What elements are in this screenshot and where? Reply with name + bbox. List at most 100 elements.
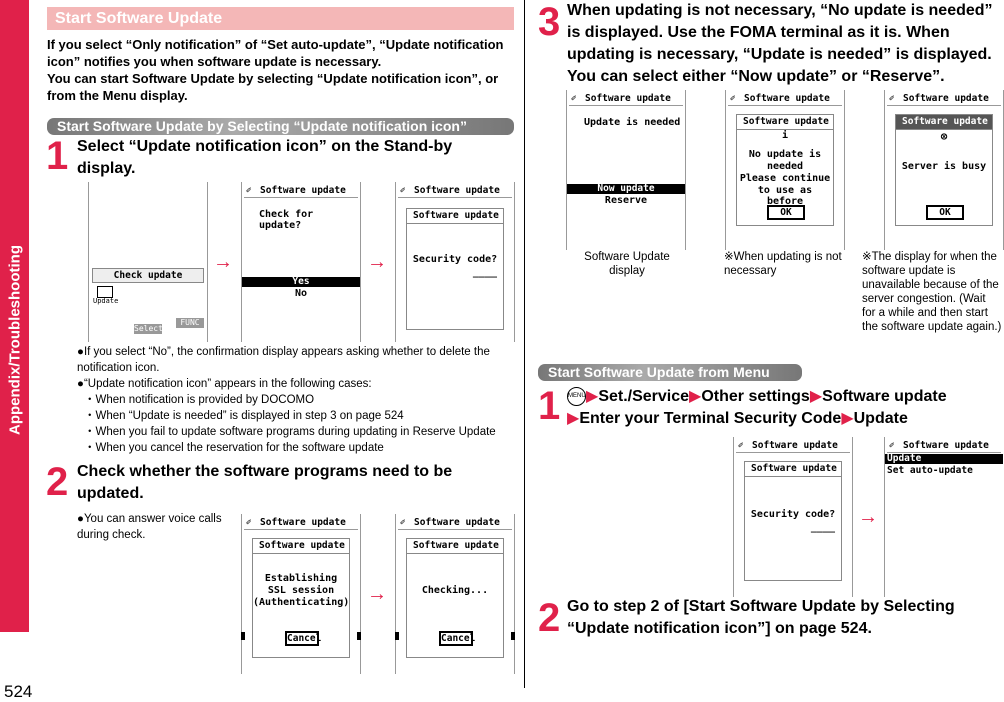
arrow-1: →: [213, 251, 233, 273]
screen-title: Software update: [728, 93, 842, 106]
screen-title: Software update: [887, 93, 1001, 106]
cancel-button[interactable]: Cancel: [439, 631, 476, 646]
menu-key-icon: MENU: [567, 387, 586, 407]
menu-item-set-auto-update[interactable]: Set auto-update: [887, 465, 973, 476]
step-1-note-5: ・When you fail to update software progra…: [84, 426, 496, 438]
screen-title: Software update: [244, 185, 358, 198]
dialog-title: Software update: [896, 115, 992, 130]
dialog-title: Software update: [745, 462, 841, 477]
menu-step-2-number: 2: [538, 596, 561, 640]
softkey-select[interactable]: Select: [134, 324, 163, 334]
step-1-note-6: ・When you cancel the reservation for the…: [84, 442, 384, 454]
update-icon-label: Update: [93, 297, 119, 305]
update-notification-icon[interactable]: [97, 286, 113, 298]
step-1-note-2: ●“Update notification icon” appears in t…: [77, 378, 372, 390]
step-1-note-4: ・When “Update is needed” is displayed in…: [84, 410, 404, 422]
server-busy-screen: Software update Software update ⊗ Server…: [884, 90, 1004, 250]
section-title: Start Software Update: [47, 7, 514, 30]
arrow-3: →: [367, 583, 387, 605]
ssl-line-3: (Authenticating): [253, 597, 350, 608]
menu-path-1: Set./Service: [598, 388, 690, 405]
no-update-line-2: needed: [766, 161, 804, 172]
menu-step-2-text: Go to step 2 of [Start Software Update b…: [567, 598, 955, 637]
screen-title: Software update: [736, 440, 850, 453]
server-busy-text: Server is busy: [901, 161, 987, 172]
intro-paragraph-2: You can start Software Update by selecti…: [47, 71, 499, 103]
info-icon: i: [781, 130, 789, 141]
option-no[interactable]: No: [294, 288, 308, 299]
ssl-screen: Software update Software update Establis…: [241, 514, 361, 674]
caption-no-update: ※When updating is not necessary: [724, 251, 842, 277]
menu-path-3: Software update: [822, 388, 947, 405]
standby-screen: Check update Update Select FUNC: [88, 182, 208, 342]
ssl-dialog: Software update Establishing SSL session…: [252, 538, 350, 658]
dialog-title: Software update: [407, 539, 503, 554]
error-icon: ⊗: [940, 130, 948, 143]
caption-update-display: Software Update display: [584, 251, 670, 277]
menu-step-1-path: MENU▶Set./Service▶Other settings▶Softwar…: [567, 387, 947, 427]
step-3-number: 3: [538, 0, 561, 44]
update-needed-text: Update is needed: [584, 117, 681, 128]
update-needed-screen: Software update Update is needed Now upd…: [566, 90, 686, 250]
security-code-screen: Software update Software update Security…: [395, 182, 515, 342]
checking-text: Checking...: [421, 585, 489, 596]
option-reserve[interactable]: Reserve: [604, 195, 648, 206]
screen-title: Software update: [244, 517, 358, 530]
no-update-screen: Software update Software update i No upd…: [725, 90, 845, 250]
check-update-banner[interactable]: Check update: [92, 268, 204, 283]
side-tab: Appendix/Troubleshooting: [0, 0, 29, 632]
ok-button[interactable]: OK: [926, 205, 964, 220]
arrow-2: →: [367, 251, 387, 273]
server-busy-dialog: Software update ⊗ Server is busy OK: [895, 114, 993, 226]
page-number: 524: [4, 682, 33, 701]
no-update-dialog: Software update i No update is needed Pl…: [736, 114, 834, 226]
menu-step-1-number: 1: [538, 384, 561, 428]
check-question: Check for update?: [259, 209, 314, 231]
cancel-button[interactable]: Cancel: [285, 631, 322, 646]
security-input[interactable]: ____: [810, 522, 835, 533]
subsection-title-icon: Start Software Update by Selecting “Upda…: [47, 118, 514, 135]
ok-button[interactable]: OK: [767, 205, 805, 220]
step-1-note-3: ・When notification is provided by DOCOMO: [84, 394, 315, 406]
security-prompt: Security code?: [750, 509, 836, 520]
step-3-text: When updating is not necessary, “No upda…: [567, 2, 993, 85]
screen-title: Software update: [887, 440, 1001, 453]
option-now-update[interactable]: Now update: [567, 184, 685, 194]
menu-security-dialog: Software update Security code? ____: [744, 461, 842, 581]
ssl-line-1: Establishing: [264, 573, 338, 584]
screen-title: Software update: [398, 517, 512, 530]
subsection-title-menu: Start Software Update from Menu: [538, 364, 802, 381]
no-update-line-4: to use as before: [757, 185, 813, 207]
arrow-4: →: [858, 506, 878, 528]
option-yes[interactable]: Yes: [242, 277, 360, 287]
no-update-line-3: Please continue: [739, 173, 831, 184]
column-divider: [524, 0, 525, 688]
softkey-func[interactable]: FUNC: [176, 318, 204, 328]
step-1-text: Select “Update notification icon” on the…: [77, 138, 453, 177]
security-dialog: Software update Security code? ____: [406, 208, 504, 330]
security-input[interactable]: ____: [472, 267, 497, 278]
screen-title: Software update: [398, 185, 512, 198]
caption-server-busy: ※The display for when the software updat…: [862, 251, 1002, 333]
menu-item-update[interactable]: Update: [885, 454, 1003, 464]
checking-dialog: Software update Checking... Cancel: [406, 538, 504, 658]
ssl-line-2: SSL session: [267, 585, 335, 596]
menu-security-screen: Software update Software update Security…: [733, 437, 853, 597]
step-1-note-1: ●If you select “No”, the confirmation di…: [77, 346, 490, 374]
check-update-screen: Software update Check for update? Yes No: [241, 182, 361, 342]
menu-list-screen: Software update Update Set auto-update: [884, 437, 1004, 597]
menu-path-5: Update: [853, 410, 908, 427]
step-2-text: Check whether the software programs need…: [77, 463, 453, 502]
dialog-title: Software update: [253, 539, 349, 554]
dialog-title: Software update: [407, 209, 503, 224]
checking-screen: Software update Software update Checking…: [395, 514, 515, 674]
menu-path-2: Other settings: [701, 388, 810, 405]
menu-path-4: Enter your Terminal Security Code: [579, 410, 842, 427]
step-2-number: 2: [46, 460, 69, 504]
no-update-line-1: No update is: [748, 149, 822, 160]
step-2-note: ●You can answer voice calls during check…: [77, 513, 222, 541]
security-prompt: Security code?: [412, 254, 498, 265]
dialog-title: Software update: [737, 115, 833, 130]
intro-paragraph-1: If you select “Only notification” of “Se…: [47, 37, 504, 69]
side-tab-label: Appendix/Troubleshooting: [6, 245, 23, 435]
